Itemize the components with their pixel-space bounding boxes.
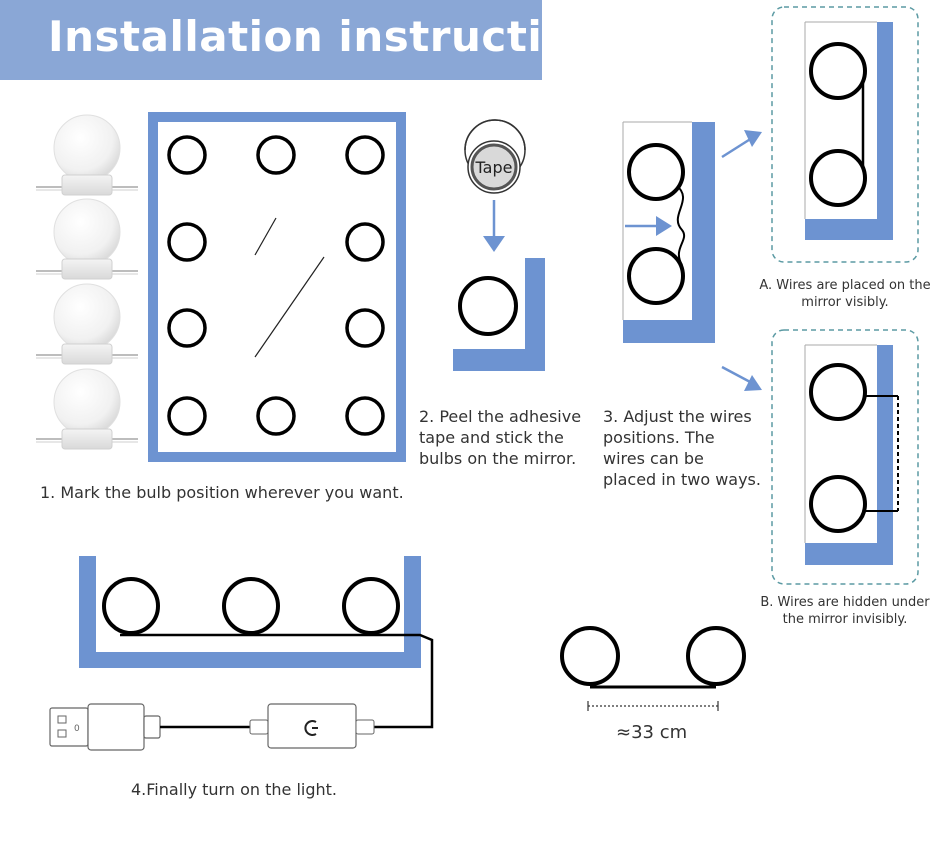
arrow-down-icon [483, 200, 505, 252]
svg-text:0: 0 [74, 724, 80, 734]
title-banner: Installation instruction [0, 0, 602, 80]
tape-icon: Tape [464, 119, 526, 194]
arrow-right-icon [625, 216, 672, 236]
bulb-product-4 [36, 368, 138, 450]
option-b-panel [771, 329, 919, 585]
step-3-caption: 3. Adjust the wires positions. The wires… [603, 407, 761, 489]
bulb-product-1 [36, 114, 138, 196]
mirror-corner-step2 [453, 258, 545, 371]
loose-bulbs [36, 114, 138, 450]
arrow-up-right-icon [721, 130, 762, 159]
step-2-caption: 2. Peel the adhesive tape and stick the … [419, 407, 582, 468]
power-switch-icon [249, 703, 375, 749]
tape-label: Tape [475, 158, 513, 177]
usb-plug-icon: 0 [49, 703, 250, 751]
spacing-label: ≈33 cm [616, 722, 688, 743]
bulb-product-2 [36, 198, 138, 280]
option-b-caption: B. Wires are hidden under the mirror inv… [760, 595, 930, 627]
arrow-down-right-icon [721, 365, 762, 391]
mirror-corner-step3 [622, 121, 715, 343]
page-title: Installation instruction [48, 12, 603, 61]
option-a-caption: A. Wires are placed on the mirror visibl… [759, 278, 931, 310]
step-4-caption: 4.Finally turn on the light. [131, 780, 337, 799]
bulb-spacing-illustration [560, 626, 746, 711]
option-a-panel [771, 6, 919, 263]
step-1-caption: 1. Mark the bulb position wherever you w… [40, 483, 404, 502]
mirror-frame-step1 [148, 112, 406, 462]
mirror-frame-step4 [79, 556, 434, 729]
bulb-product-3 [36, 283, 138, 365]
